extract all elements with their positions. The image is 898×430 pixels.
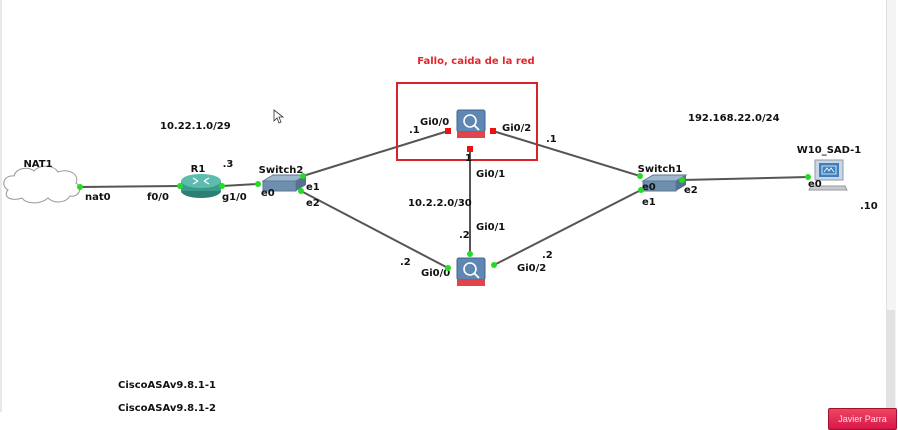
scrollbar-thumb[interactable] [886, 310, 895, 410]
canvas-border [0, 0, 2, 412]
asa1-ip-gi01: 1 [465, 153, 472, 164]
computer-icon[interactable] [808, 159, 848, 191]
link-asa1-switch1[interactable] [492, 130, 641, 177]
switch1-label: Switch1 [638, 164, 683, 175]
r1-label: R1 [191, 164, 206, 175]
switch2-port-e2-label: e2 [306, 198, 320, 209]
switch-icon[interactable] [261, 174, 308, 192]
link-switch2-asa2[interactable] [300, 190, 449, 269]
nat1-port-label: nat0 [85, 192, 111, 203]
asa1-port-gi00-label: Gi0/0 [420, 117, 449, 128]
mouse-cursor-icon [273, 109, 285, 124]
asa1-port-gi01-label: Gi0/1 [476, 169, 505, 180]
port-status-indicators [77, 128, 811, 271]
asa2-ip-gi02: .2 [542, 250, 553, 261]
r1-port-g1-label: g1/0 [222, 192, 247, 203]
link-asa2-switch1[interactable] [493, 189, 642, 266]
network-label-lan-w10: 192.168.22.0/24 [688, 113, 780, 124]
user-badge: Javier Parra [828, 408, 897, 430]
w10-port-label: e0 [808, 179, 822, 190]
switch1-port-e1-label: e1 [642, 197, 656, 208]
firewall-icon[interactable] [456, 109, 486, 138]
note-asa2: CiscoASAv9.8.1-2 [118, 403, 216, 412]
r1-ip-label: .3 [223, 159, 234, 170]
switch1-port-e0-label: e0 [642, 182, 656, 193]
asa1-port-gi02-label: Gi0/2 [502, 123, 531, 134]
asa2-port-gi00-label: Gi0/0 [421, 268, 450, 279]
switch1-port-e2-label: e2 [684, 185, 698, 196]
vertical-scrollbar[interactable] [886, 0, 896, 412]
asa1-ip-gi00: .1 [409, 125, 420, 136]
w10-label: W10_SAD-1 [797, 145, 862, 156]
link-switch2-asa1[interactable] [302, 130, 449, 177]
switch2-port-e1-label: e1 [306, 182, 320, 193]
asa2-ip-gi00: .2 [400, 257, 411, 268]
r1-port-f0-label: f0/0 [147, 192, 169, 203]
network-label-transit: 10.2.2.0/30 [408, 198, 472, 209]
asa2-ip-gi01: .2 [459, 230, 470, 241]
asa1-ip-gi02: .1 [546, 134, 557, 145]
asa2-port-gi01-label: Gi0/1 [476, 222, 505, 233]
w10-ip-label: .10 [860, 201, 878, 212]
router-icon[interactable] [181, 174, 221, 198]
failure-annotation: Fallo, caida de la red [417, 56, 534, 67]
network-label-lan-r1: 10.22.1.0/29 [160, 121, 231, 132]
switch2-label: Switch2 [259, 165, 304, 176]
asa2-port-gi02-label: Gi0/2 [517, 263, 546, 274]
link-nat1-r1[interactable] [79, 185, 181, 188]
nat1-cloud-icon[interactable] [3, 165, 81, 204]
firewall-icon[interactable] [456, 257, 486, 286]
switch2-port-e0-label: e0 [261, 188, 275, 199]
failure-highlight-box[interactable] [396, 82, 538, 161]
link-r1-switch2[interactable] [221, 183, 259, 187]
link-switch1-w10[interactable] [681, 176, 809, 181]
nat1-label: NAT1 [23, 159, 52, 170]
topology-canvas[interactable]: Fallo, caida de la red NAT1 nat0 R1 .3 f… [0, 0, 886, 412]
note-asa1: CiscoASAv9.8.1-1 [118, 380, 216, 391]
